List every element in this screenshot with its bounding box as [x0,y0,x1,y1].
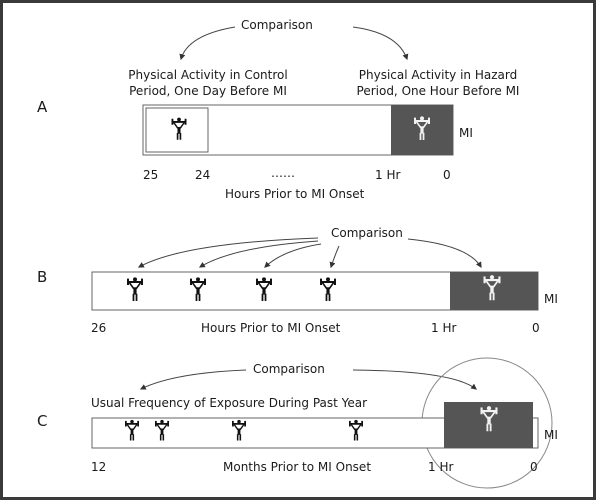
b-comparison-arrow-1 [137,237,319,268]
a-control-label-line2: Period, One Day Before MI [129,84,287,98]
a-axis-label: Hours Prior to MI Onset [225,187,365,201]
diagram-graphics [91,26,553,489]
b-tick-26: 26 [91,321,107,335]
a-tick-25: 25 [143,168,159,182]
b-comparison-label: Comparison [331,226,403,240]
a-ellipsis: …… [271,166,295,180]
a-panel-letter: A [37,98,48,116]
b-tick-1hr: 1 Hr [431,321,457,335]
c-tick-1hr: 1 Hr [428,460,454,474]
b-mi-label: MI [544,292,558,306]
b-comparison-arrow-2 [198,240,319,268]
c-axis-label: Months Prior to MI Onset [223,460,372,474]
b-comparison-arrow-4 [329,245,340,269]
a-mi-label: MI [459,126,473,140]
c-mi-label: MI [544,428,558,442]
b-panel-letter: B [37,268,48,286]
c-tick-0: 0 [530,460,538,474]
c-tick-12: 12 [91,460,107,474]
b-axis-label: Hours Prior to MI Onset [201,321,341,335]
b-comparison-arrow-3 [264,243,322,268]
b-comparison-arrow-5 [407,238,482,269]
c-usual-frequency-label: Usual Frequency of Exposure During Past … [91,396,368,410]
a-control-window [145,107,209,153]
a-tick-0: 0 [443,168,451,182]
b-tick-0: 0 [532,321,540,335]
a-comparison-arrow-right [352,26,409,61]
b-hazard-window [450,272,538,310]
a-tick-1hr: 1 Hr [375,168,401,182]
a-control-label-line1: Physical Activity in Control [128,68,288,82]
a-comparison-label: Comparison [241,18,313,32]
c-comparison-label: Comparison [253,362,325,376]
a-hazard-period-label: Physical Activity in Hazard Period, One … [338,67,538,99]
a-comparison-arrow-left [179,26,236,61]
c-panel-letter: C [37,412,48,430]
a-hazard-label-line2: Period, One Hour Before MI [356,84,520,98]
a-control-period-label: Physical Activity in Control Period, One… [113,67,303,99]
c-comparison-arrow-right [352,369,477,390]
c-comparison-arrow-left [139,369,247,390]
a-hazard-label-line1: Physical Activity in Hazard [358,68,518,82]
a-tick-24: 24 [195,168,211,182]
